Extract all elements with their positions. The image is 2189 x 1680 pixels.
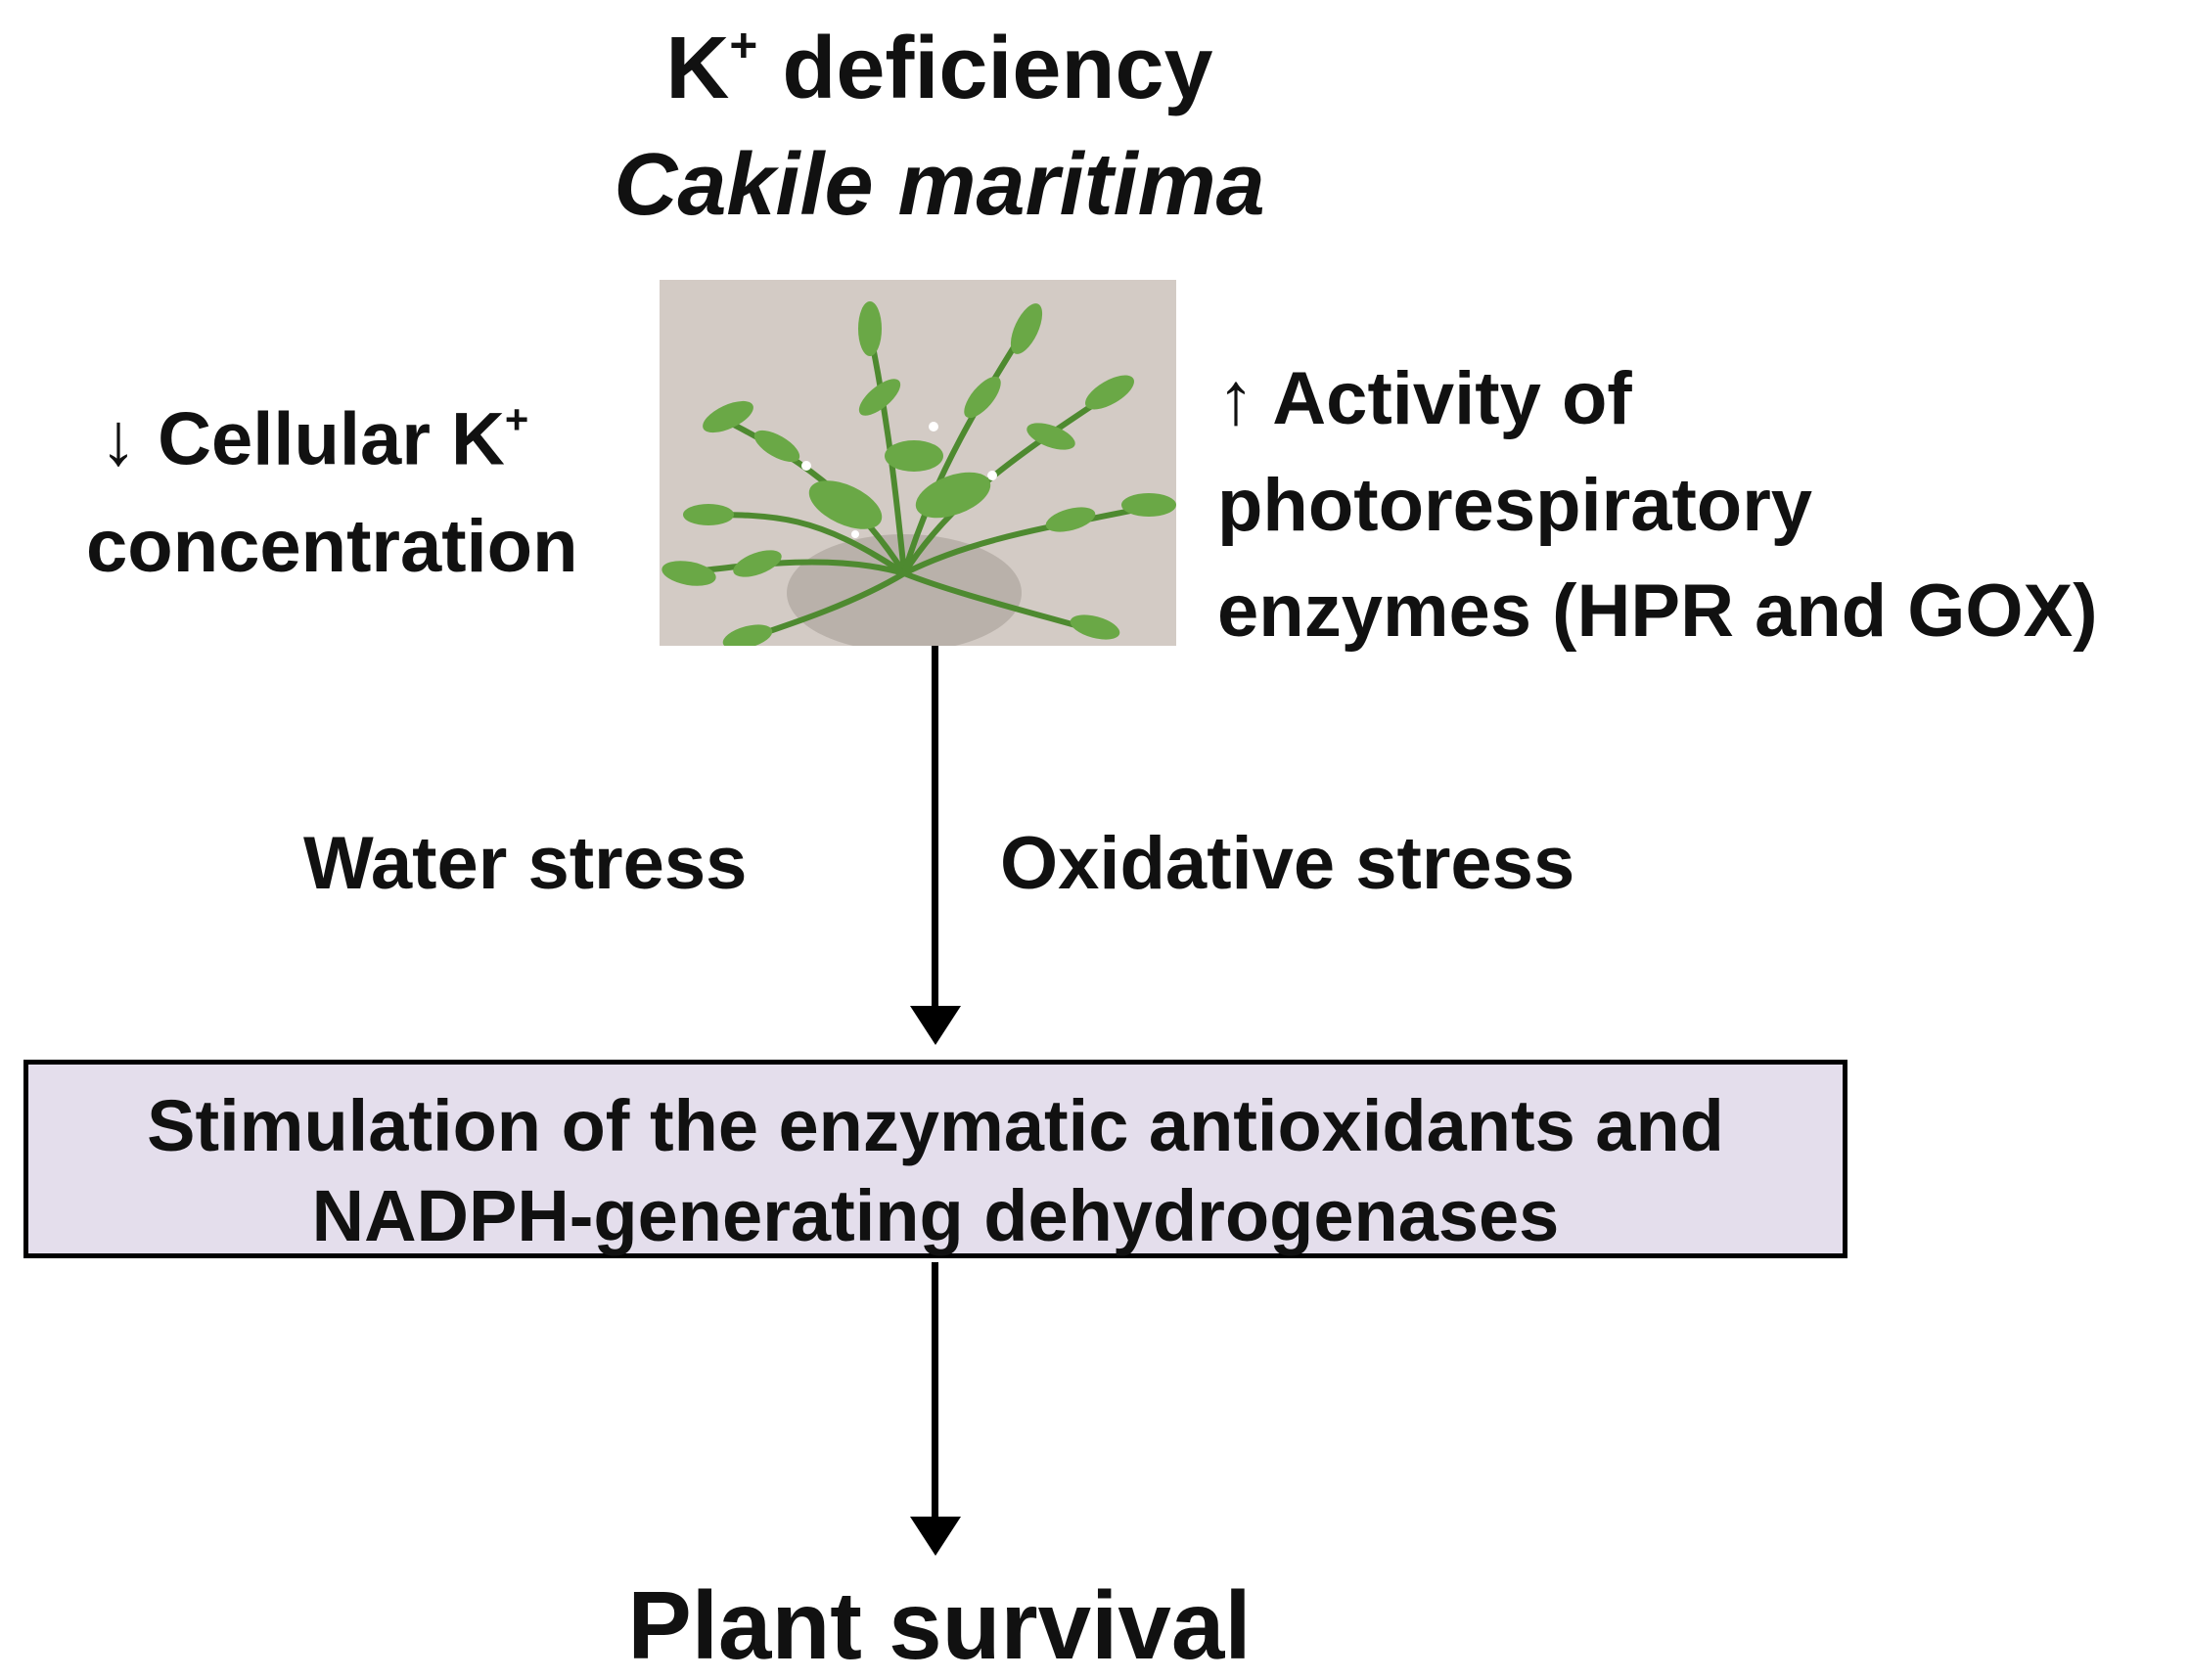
- title-k-deficiency: K+ deficiency: [665, 19, 1213, 118]
- title-species: Cakile maritima: [614, 136, 1265, 234]
- box-line-1: Stimulation of the enzymatic antioxidant…: [147, 1085, 1724, 1166]
- arrow-shaft-bottom: [932, 1262, 938, 1536]
- arrowhead-top: [910, 1006, 961, 1045]
- label-oxidative-stress: Oxidative stress: [1000, 822, 1575, 905]
- stimulation-box: Stimulation of the enzymatic antioxidant…: [23, 1060, 1847, 1258]
- arrow-shaft-top: [932, 646, 938, 1027]
- outcome-plant-survival: Plant survival: [627, 1571, 1252, 1679]
- down-arrow-icon: ↓: [100, 397, 137, 481]
- up-arrow-icon: ↑: [1217, 357, 1254, 440]
- arrowhead-bottom: [910, 1517, 961, 1556]
- left-annotation-line-1: ↓ Cellular K+: [100, 396, 529, 481]
- right-annotation-line-1: ↑ Activity of: [1217, 357, 1632, 440]
- box-line-2: NADPH-generating dehydrogenases: [311, 1175, 1560, 1256]
- plant-photo: [660, 280, 1176, 646]
- right-annotation-line-2: photorespiratory: [1217, 464, 1813, 547]
- left-annotation-line-2: concentration: [86, 505, 578, 588]
- right-annotation-line-3: enzymes (HPR and GOX): [1217, 569, 2098, 653]
- label-water-stress: Water stress: [303, 822, 748, 905]
